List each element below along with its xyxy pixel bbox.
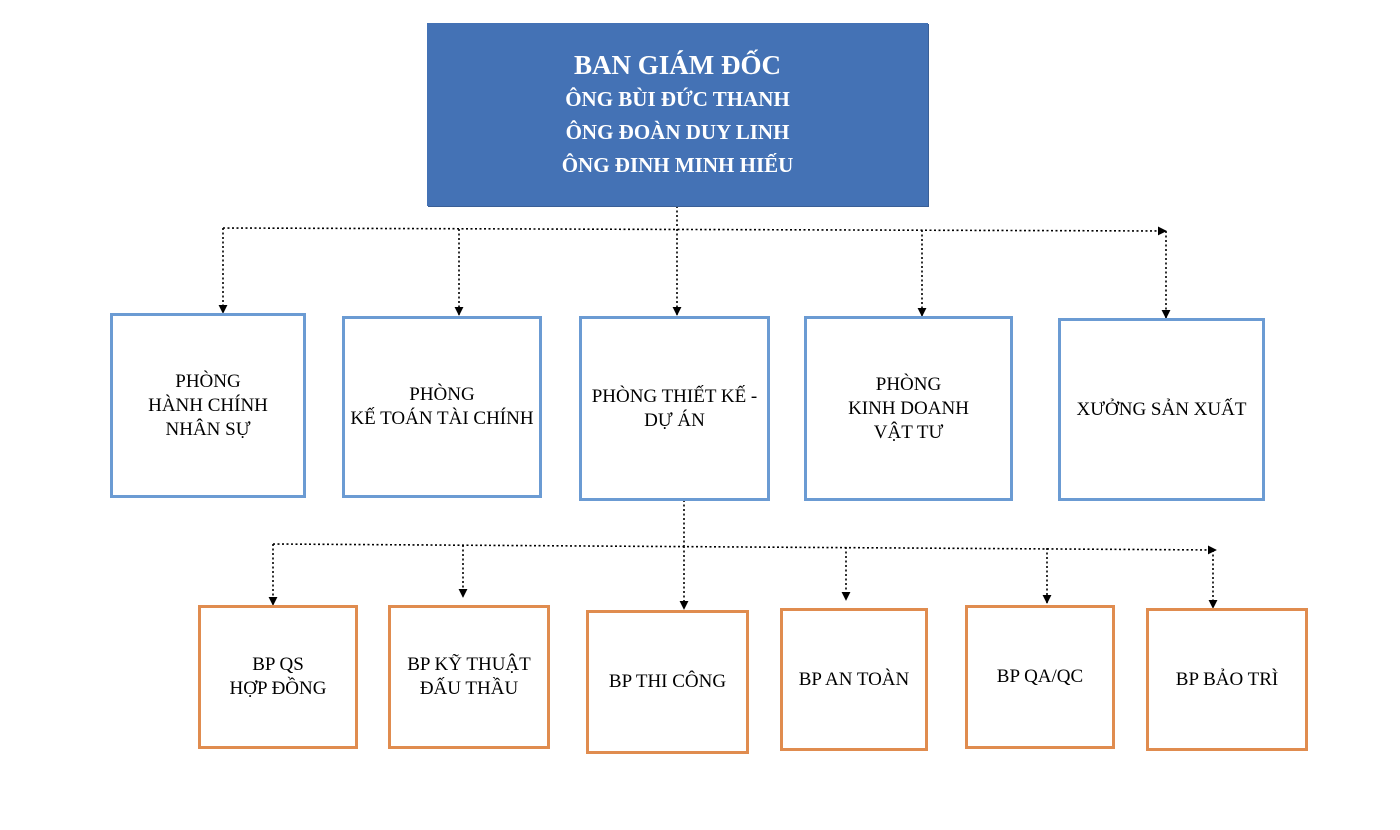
department-label: HÀNH CHÍNH (148, 394, 268, 416)
department-box-sales-materials: PHÒNG KINH DOANH VẬT TƯ (804, 316, 1013, 501)
sub-unit-label: BP QS (252, 654, 304, 675)
department-label: XƯỞNG SẢN XUẤT (1076, 398, 1247, 420)
sub-unit-label: BP QA/QC (996, 666, 1084, 687)
department-label: KẾ TOÁN TÀI CHÍNH (350, 408, 534, 429)
board-member-3: ÔNG ĐINH MINH HIẾU (561, 153, 794, 177)
board-title: BAN GIÁM ĐỐC (574, 50, 781, 80)
sub-unit-box-qs-contracts: BP QS HỢP ĐỒNG (198, 605, 358, 749)
board-member-2: ÔNG ĐOÀN DUY LINH (565, 120, 790, 144)
sub-unit-label: HỢP ĐỒNG (229, 678, 327, 699)
sub-unit-box-safety: BP AN TOÀN (780, 608, 928, 751)
department-box-design-projects: PHÒNG THIẾT KẾ - DỰ ÁN (579, 316, 770, 501)
sub-unit-box-qa-qc: BP QA/QC (965, 605, 1115, 749)
department-box-admin-hr: PHÒNG HÀNH CHÍNH NHÂN SỰ (110, 313, 306, 498)
department-box-accounting: PHÒNG KẾ TOÁN TÀI CHÍNH (342, 316, 542, 498)
department-label: PHÒNG (175, 370, 241, 392)
department-label: PHÒNG (409, 384, 475, 405)
department-label: PHÒNG (875, 373, 942, 395)
board-member-1: ÔNG BÙI ĐỨC THANH (565, 87, 790, 111)
sub-unit-label: BP AN TOÀN (798, 668, 910, 690)
department-label: VẬT TƯ (873, 421, 944, 443)
department-box-workshop: XƯỞNG SẢN XUẤT (1058, 318, 1265, 501)
sub-unit-label: BP THI CÔNG (608, 671, 727, 692)
board-of-directors-box: BAN GIÁM ĐỐC ÔNG BÙI ĐỨC THANH ÔNG ĐOÀN … (427, 23, 928, 206)
department-label: DỰ ÁN (644, 409, 705, 431)
connector-bus-top (222, 226, 1167, 236)
sub-unit-box-construction: BP THI CÔNG (586, 610, 749, 754)
department-label: NHÂN SỰ (165, 418, 251, 440)
connector-bus-sub (272, 543, 1217, 555)
sub-unit-label: BP KỸ THUẬT (407, 654, 531, 675)
sub-unit-box-technical-bidding: BP KỸ THUẬT ĐẤU THẦU (388, 605, 550, 749)
department-label: KINH DOANH (848, 397, 969, 419)
department-label: PHÒNG THIẾT KẾ - (591, 385, 758, 407)
sub-unit-label: ĐẤU THẦU (419, 678, 519, 699)
sub-unit-box-maintenance: BP BẢO TRÌ (1146, 608, 1308, 751)
sub-unit-label: BP BẢO TRÌ (1175, 668, 1279, 690)
